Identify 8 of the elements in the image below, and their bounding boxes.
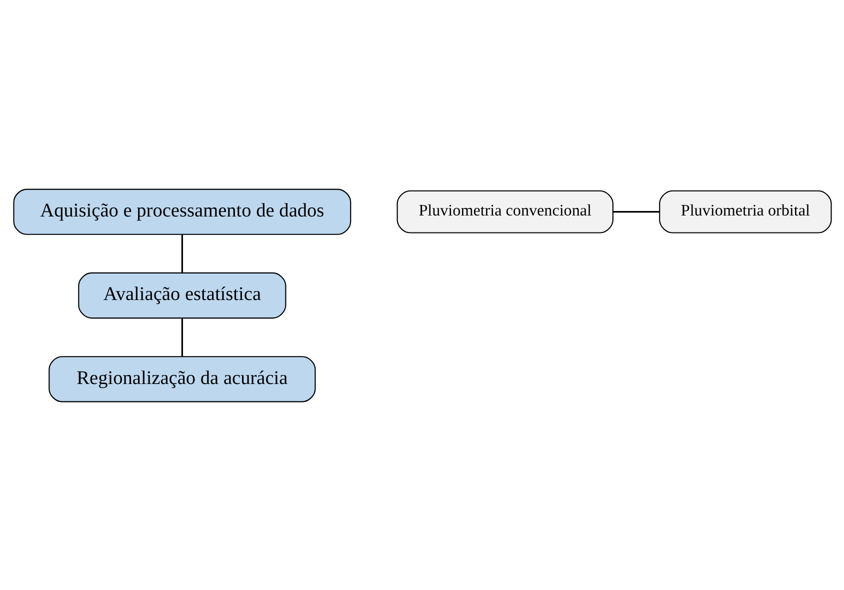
connector	[180, 234, 182, 272]
connector	[180, 318, 182, 356]
node-box: Pluviometria orbital	[658, 190, 832, 233]
connector	[612, 210, 660, 212]
node-box: Avaliação estatística	[78, 272, 286, 318]
node-box: Pluviometria convencional	[396, 190, 613, 233]
node-box: Aquisição e processamento de dados	[12, 188, 351, 234]
node-box: Regionalização da acurácia	[48, 356, 316, 402]
